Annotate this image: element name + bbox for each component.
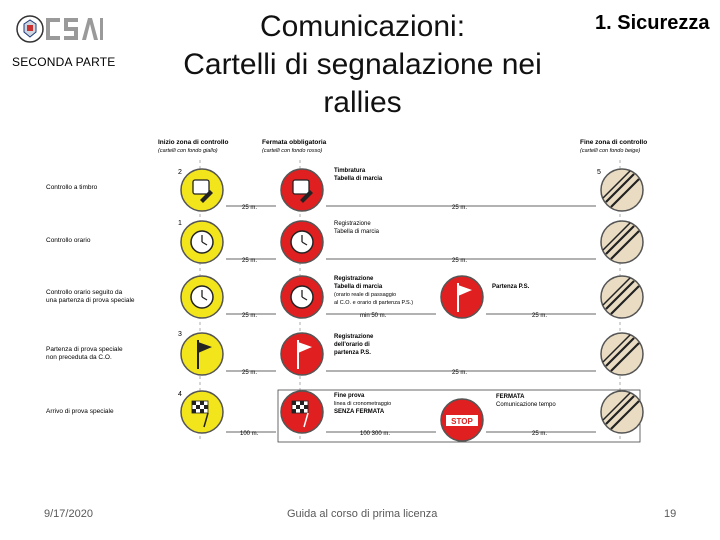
distance-label: 25 m. xyxy=(242,205,257,211)
stop-text: partenza P.S. xyxy=(334,350,371,356)
title-line-1: Comunicazioni: xyxy=(259,10,466,43)
column-subtitle: (cartelli con fondo giallo) xyxy=(158,148,218,154)
stop-text: linea di cronometraggio xyxy=(334,401,391,407)
stop-text: Fine prova xyxy=(334,393,365,399)
distance-label: min 50 m. xyxy=(360,313,387,319)
row-label: Controllo orario xyxy=(46,237,91,244)
row-label: Arrivo di prova speciale xyxy=(46,408,114,415)
checkered-flag-icon xyxy=(191,400,209,428)
row-number: 3 xyxy=(178,331,182,338)
stop-text: Tabella di marcia xyxy=(334,176,383,182)
beige-sign xyxy=(600,275,644,319)
stop-text: Tabella di marcia xyxy=(334,284,383,290)
row-controllo-orario: Controllo orario 1 Registrazione Tabella… xyxy=(46,220,644,264)
flag-icon xyxy=(298,342,312,353)
distance-label: 25 m. xyxy=(242,370,257,376)
stamp-icon xyxy=(192,179,210,195)
distance-label: 25 m. xyxy=(452,205,467,211)
checkered-flag-icon xyxy=(291,400,309,428)
stop-text: Registrazione xyxy=(334,334,374,340)
beige-sign xyxy=(600,220,644,264)
distance-label: 25 m. xyxy=(532,431,547,437)
ps-label: Partenza P.S. xyxy=(492,284,530,290)
footer-text: Guida al corso di prima licenza xyxy=(287,508,438,520)
part-label: SECONDA PARTE xyxy=(12,55,116,69)
row-number: 5 xyxy=(597,169,601,176)
stop-text: SENZA FERMATA xyxy=(334,409,385,415)
distance-label: 25 m. xyxy=(242,258,257,264)
distance-label: 25 m. xyxy=(452,258,467,264)
row-number: 4 xyxy=(178,391,182,398)
stop-text: dell'orario di xyxy=(334,342,370,348)
distance-label: 100 m. xyxy=(240,431,259,437)
flag-icon xyxy=(198,342,212,353)
column-subtitle: (cartelli con fondo rosso) xyxy=(262,148,322,154)
stop-sign-text: STOP xyxy=(451,417,473,426)
beige-sign xyxy=(600,390,644,434)
fermata-text: Comunicazione tempo xyxy=(496,402,556,408)
footer-date: 9/17/2020 xyxy=(44,508,93,520)
row-controllo-timbro: Controllo a timbro 2 5 Timbratura Tabell… xyxy=(46,168,644,212)
distance-label: 25 m. xyxy=(532,313,547,319)
row-arrivo-ps: Arrivo di prova speciale 4 Fine prova li… xyxy=(46,389,644,443)
beige-sign xyxy=(600,332,644,376)
section-title: 1. Sicurezza xyxy=(595,12,710,34)
title-line-2: Cartelli di segnalazione nei rallies xyxy=(183,48,542,119)
red-sign-flag xyxy=(280,332,324,376)
row-number: 2 xyxy=(178,169,182,176)
stop-text: (orario reale di passaggio xyxy=(334,292,396,298)
fermata-text: FERMATA xyxy=(496,394,525,400)
distance-label: 25 m. xyxy=(242,313,257,319)
stop-text: Registrazione xyxy=(334,221,371,227)
distance-label: 100 300 m. xyxy=(360,431,390,437)
row-label: Partenza di prova speciale xyxy=(46,346,123,353)
stop-text: al C.O. e orario di partenza P.S.) xyxy=(334,300,413,306)
stop-text: Timbratura xyxy=(334,168,366,174)
page-title: Comunicazioni: Cartelli di segnalazione … xyxy=(140,8,585,122)
rally-signs-diagram: Inizio zona di controllo (cartelli con f… xyxy=(46,139,647,443)
row-controllo-orario-ps: Controllo orario seguito da una partenza… xyxy=(46,275,644,319)
column-title: Inizio zona di controllo xyxy=(158,139,228,146)
column-subtitle: (cartelli con fondo beige) xyxy=(580,148,640,154)
stamp-icon xyxy=(292,179,310,195)
row-label: Controllo a timbro xyxy=(46,184,98,191)
beige-sign xyxy=(600,168,644,212)
page-number: 19 xyxy=(664,508,677,520)
flag-icon xyxy=(458,285,472,296)
stop-text: Registrazione xyxy=(334,276,374,282)
row-partenza-ps: Partenza di prova speciale non preceduta… xyxy=(46,331,644,376)
row-label: non preceduta da C.O. xyxy=(46,354,112,361)
row-label: una partenza di prova speciale xyxy=(46,297,135,304)
csai-logo xyxy=(16,15,103,43)
row-label: Controllo orario seguito da xyxy=(46,289,123,296)
distance-label: 25 m. xyxy=(452,370,467,376)
column-title: Fermata obbligatoria xyxy=(262,139,327,146)
stop-text: Tabella di marcia xyxy=(334,229,380,235)
row-number: 1 xyxy=(178,220,182,227)
red-sign-flag xyxy=(440,275,484,319)
column-title: Fine zona di controllo xyxy=(580,139,647,146)
yellow-sign xyxy=(180,332,224,376)
